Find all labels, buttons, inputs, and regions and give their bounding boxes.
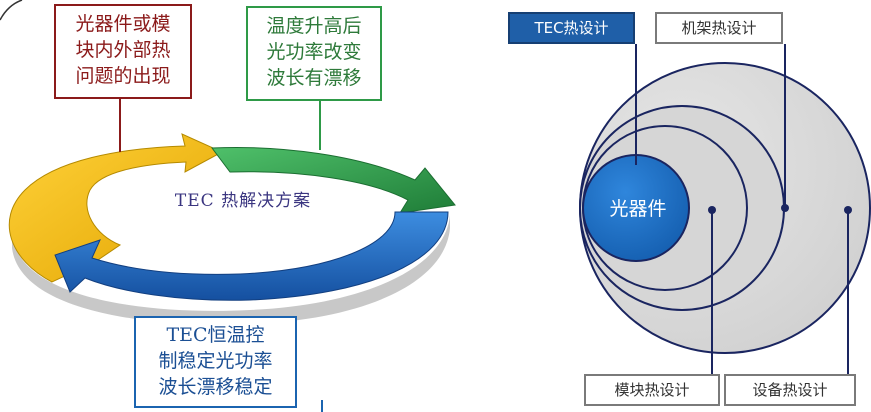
problem-line-2: 块内外部热 (75, 39, 171, 61)
problem-box: 光器件或模 块内外部热 问题的出现 (54, 4, 192, 99)
tec-design-label: TEC热设计 (508, 12, 635, 44)
solution-line-1: TEC恒温控 (166, 324, 265, 346)
ring-segment-yellow (8, 133, 224, 283)
problem-line-1: 光器件或模 (75, 13, 171, 35)
effect-line-2: 光功率改变 (266, 41, 362, 63)
edge-arc (0, 0, 23, 21)
effect-line-1: 温度升高后 (266, 15, 362, 37)
solution-line-3: 波长漂移稳定 (158, 376, 273, 398)
solution-box: TEC恒温控 制稳定光功率 波长漂移稳定 (134, 316, 297, 408)
layer-circles (579, 62, 871, 354)
device-dot (844, 206, 852, 214)
solution-line-2: 制稳定光功率 (158, 350, 273, 372)
module-dot (708, 206, 716, 214)
rack-design-label: 机架热设计 (655, 12, 783, 44)
cycle-ring (8, 133, 456, 325)
ring-segment-green (211, 146, 456, 214)
rack-dot (781, 204, 789, 212)
module-design-label: 模块热设计 (584, 374, 720, 406)
effect-box: 温度升高后 光功率改变 波长有漂移 (246, 6, 382, 101)
problem-line-3: 问题的出现 (75, 65, 171, 87)
ring-segment-blue (54, 211, 449, 301)
device-design-label: 设备热设计 (724, 374, 856, 406)
optical-device-label: 光器件 (609, 198, 667, 220)
effect-line-3: 波长有漂移 (266, 67, 362, 89)
ring-center-label: TEC 热解决方案 (174, 191, 312, 211)
